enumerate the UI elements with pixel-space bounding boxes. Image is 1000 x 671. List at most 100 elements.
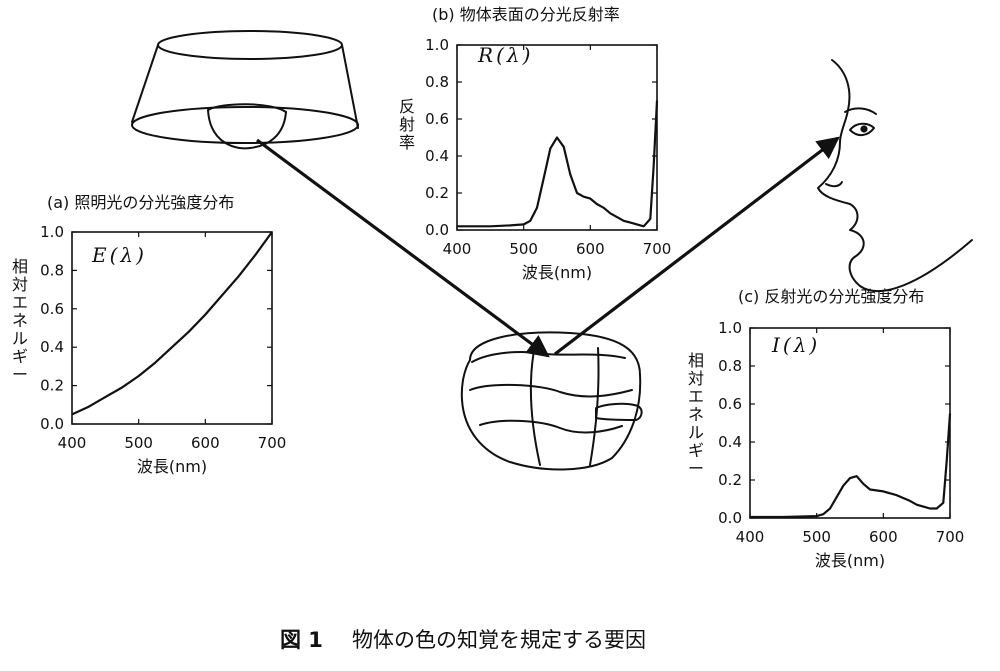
plot-b-symbol: R(λ) bbox=[477, 43, 530, 67]
plot-c-ylabel-char: ー bbox=[688, 459, 704, 478]
plot-a-symbol-part: λ bbox=[119, 243, 133, 267]
plot-b-ytick-label: 0.8 bbox=[425, 73, 449, 91]
plot-b-reflectance: (b) 物体表面の分光反射率 R(λ) 400 500 600 700 0.0 0.2 0.4 0… bbox=[399, 5, 671, 282]
face-illustration bbox=[817, 59, 973, 293]
plot-b-ytick-label: 0.0 bbox=[425, 221, 449, 239]
pepper-stem bbox=[595, 402, 643, 421]
plot-b-ytick-label: 0.2 bbox=[425, 184, 449, 202]
plot-a-symbol-part: E bbox=[91, 243, 107, 267]
face-nostril bbox=[825, 181, 843, 188]
plot-b-symbol-part: ( bbox=[496, 43, 505, 67]
plot-a-series-line bbox=[71, 231, 273, 416]
lamp-bottom-rim bbox=[131, 106, 359, 144]
plot-b-xtick-label: 400 bbox=[443, 240, 472, 258]
plot-a-frame bbox=[71, 231, 273, 425]
plot-b-xlabel: 波長(nm) bbox=[522, 263, 592, 282]
plot-a-xlabel: 波長(nm) bbox=[137, 457, 207, 476]
plot-c-symbol-part: ( bbox=[783, 333, 792, 357]
plot-b-frame bbox=[456, 44, 658, 231]
plot-a-ytick-label: 0.2 bbox=[40, 377, 64, 395]
light-path bbox=[256, 136, 840, 358]
lamp-bulb-top bbox=[207, 103, 287, 113]
plot-a-ylabel-char: ー bbox=[12, 365, 28, 384]
face-eye bbox=[849, 122, 875, 136]
plot-c-ylabel-char: ギ bbox=[688, 441, 704, 460]
plot-a-ylabel-char: ギ bbox=[12, 347, 28, 366]
plot-b-symbol-part: R bbox=[477, 43, 493, 67]
face-profile bbox=[817, 59, 973, 293]
plot-b-ylabel-char: 反 bbox=[399, 97, 415, 116]
plot-c-xtick-label: 500 bbox=[802, 528, 831, 546]
plot-c-xtick-label: 600 bbox=[869, 528, 898, 546]
plot-b-ytick-label: 1.0 bbox=[425, 36, 449, 54]
lamp-top-rim bbox=[157, 30, 343, 60]
plot-a-ytick-label: 0.6 bbox=[40, 300, 64, 318]
plot-a-xtick-label: 600 bbox=[191, 434, 220, 452]
plot-a-ytick-label: 0.4 bbox=[40, 338, 64, 356]
plot-a-title: (a) 照明光の分光強度分布 bbox=[47, 193, 234, 212]
plot-c-frame bbox=[749, 327, 951, 519]
lamp-illustration bbox=[131, 30, 359, 150]
plot-a-ytick-label: 1.0 bbox=[40, 223, 64, 241]
plot-a-ylabel-char: ネ bbox=[12, 311, 28, 330]
plot-a-ylabel-char: エ bbox=[12, 293, 28, 312]
plot-a-xtick-label: 400 bbox=[58, 434, 87, 452]
plot-b-xtick-label: 500 bbox=[509, 240, 538, 258]
plot-c-ylabel-char: 対 bbox=[688, 369, 704, 388]
plot-b-xtick-label: 600 bbox=[576, 240, 605, 258]
plot-b-series-line bbox=[457, 100, 659, 228]
plot-c-ytick-label: 0.0 bbox=[718, 509, 742, 527]
lamp-bulb bbox=[207, 109, 287, 150]
arrow-pepper-to-eye bbox=[554, 136, 840, 356]
plot-c-ylabel-char: エ bbox=[688, 387, 704, 406]
plot-a-ytick-label: 0.8 bbox=[40, 261, 64, 279]
plot-a-illumination: (a) 照明光の分光強度分布 E(λ) 400 500 600 700 0.0 0.2 0.4 0… bbox=[12, 193, 286, 476]
lamp-shade-body bbox=[131, 44, 359, 129]
plot-c-symbol-part: ) bbox=[808, 333, 817, 357]
plot-a-xtick-label: 700 bbox=[258, 434, 287, 452]
plot-c-series-line bbox=[750, 413, 952, 519]
figure-caption-number: 図 1 bbox=[280, 628, 323, 652]
plot-b-xtick-label: 700 bbox=[643, 240, 672, 258]
pepper-illustration bbox=[460, 331, 643, 471]
plot-b-title: (b) 物体表面の分光反射率 bbox=[432, 5, 620, 24]
plot-a-ylabel-char: 相 bbox=[12, 257, 28, 276]
plot-a-ylabel-char: ル bbox=[12, 329, 28, 348]
plot-c-ytick-label: 0.6 bbox=[718, 395, 742, 413]
plot-a-symbol-part: ( bbox=[110, 243, 119, 267]
plot-c-xtick-label: 700 bbox=[936, 528, 965, 546]
plot-b-ytick-label: 0.4 bbox=[425, 147, 449, 165]
plot-b-ylabel-char: 率 bbox=[399, 133, 415, 152]
plot-b-ytick-label: 0.6 bbox=[425, 110, 449, 128]
plot-c-symbol-part: λ bbox=[793, 333, 807, 357]
plot-b-ylabel-char: 射 bbox=[399, 115, 415, 134]
plot-a-xtick-label: 500 bbox=[124, 434, 153, 452]
plot-c-symbol: I(λ) bbox=[771, 333, 817, 357]
pepper-outline bbox=[460, 331, 642, 471]
plot-a-symbol-part: ) bbox=[135, 243, 144, 267]
plot-a-ylabel-char: 対 bbox=[12, 275, 28, 294]
plot-c-ytick-label: 0.4 bbox=[718, 433, 742, 451]
pepper-ridge-1 bbox=[529, 344, 541, 466]
plot-c-xtick-label: 400 bbox=[736, 528, 765, 546]
arrow-lamp-to-pepper bbox=[256, 138, 550, 358]
plot-c-ylabel-char: ル bbox=[688, 423, 704, 442]
pepper-lobe-1 bbox=[471, 351, 626, 363]
plot-c-ylabel-char: 相 bbox=[688, 351, 704, 370]
plot-c-symbol-part: I bbox=[771, 333, 781, 357]
plot-b-symbol-part: ) bbox=[522, 43, 531, 67]
plot-c-ylabel-char: ネ bbox=[688, 405, 704, 424]
figure-caption-text: 物体の色の知覚を規定する要因 bbox=[352, 628, 646, 652]
face-eyebrow bbox=[844, 107, 877, 115]
plot-b-symbol-part: λ bbox=[506, 43, 520, 67]
plot-a-ytick-label: 0.0 bbox=[40, 415, 64, 433]
plot-c-title: (c) 反射光の分光強度分布 bbox=[738, 287, 924, 306]
plot-c-ytick-label: 0.8 bbox=[718, 357, 742, 375]
plot-c-xlabel: 波長(nm) bbox=[815, 551, 885, 570]
plot-a-symbol: E(λ) bbox=[91, 243, 144, 267]
plot-c-ytick-label: 1.0 bbox=[718, 319, 742, 337]
pepper-lobe-3 bbox=[479, 419, 623, 434]
pepper-lobe-2 bbox=[469, 383, 633, 398]
